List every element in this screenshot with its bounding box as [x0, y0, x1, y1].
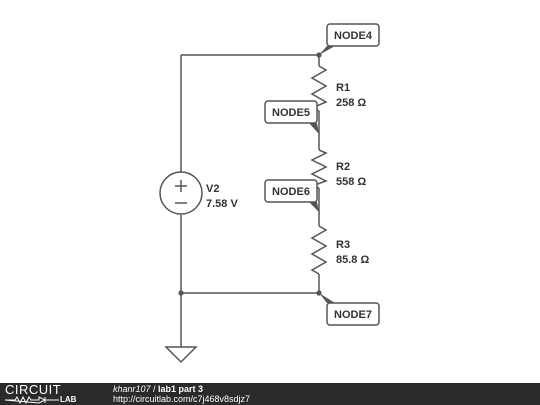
node4-text: NODE4 — [334, 30, 373, 42]
circuit-meta: khanr107 / lab1 part 3 — [113, 384, 203, 394]
resistor-r3[interactable] — [310, 225, 328, 275]
author-link[interactable]: khanr107 — [113, 384, 151, 394]
r1-name: R1 — [336, 82, 350, 94]
node-label-node5[interactable]: NODE5 — [264, 100, 319, 134]
footer-bar: CIRCUIT LAB khanr107 / lab1 part 3 http:… — [0, 383, 540, 405]
v2-value: 7.58 V — [206, 198, 238, 210]
r3-name: R3 — [336, 239, 350, 251]
r1-value: 258 Ω — [336, 97, 366, 109]
wires — [180, 54, 320, 347]
voltage-source-v2[interactable] — [159, 171, 203, 215]
circuit-url[interactable]: http://circuitlab.com/c7j468v8sdjz7 — [113, 394, 251, 404]
node5-text: NODE5 — [272, 107, 310, 119]
meta-separator: / — [150, 384, 159, 394]
node-label-node4[interactable]: NODE4 — [319, 23, 380, 55]
junction-bottom-left — [178, 290, 184, 296]
brand-logo-subtext: LAB — [60, 395, 77, 404]
node-label-node6[interactable]: NODE6 — [264, 179, 319, 212]
circuit-title[interactable]: lab1 part 3 — [158, 384, 204, 394]
brand-logo-text: CIRCUIT — [5, 382, 62, 397]
node6-text: NODE6 — [272, 186, 310, 198]
r2-value: 558 Ω — [336, 176, 366, 188]
resistor-logo-icon — [5, 396, 59, 404]
node7-text: NODE7 — [334, 309, 372, 321]
node-label-node7[interactable]: NODE7 — [319, 293, 380, 326]
ground-icon[interactable] — [164, 346, 198, 364]
plus-icon — [175, 180, 187, 192]
r3-value: 85.8 Ω — [336, 254, 369, 266]
r2-name: R2 — [336, 161, 350, 173]
circuit-schematic: V2 7.58 V R1 258 Ω R2 558 Ω R3 85.8 Ω NO… — [159, 23, 380, 364]
v2-name: V2 — [206, 183, 219, 195]
